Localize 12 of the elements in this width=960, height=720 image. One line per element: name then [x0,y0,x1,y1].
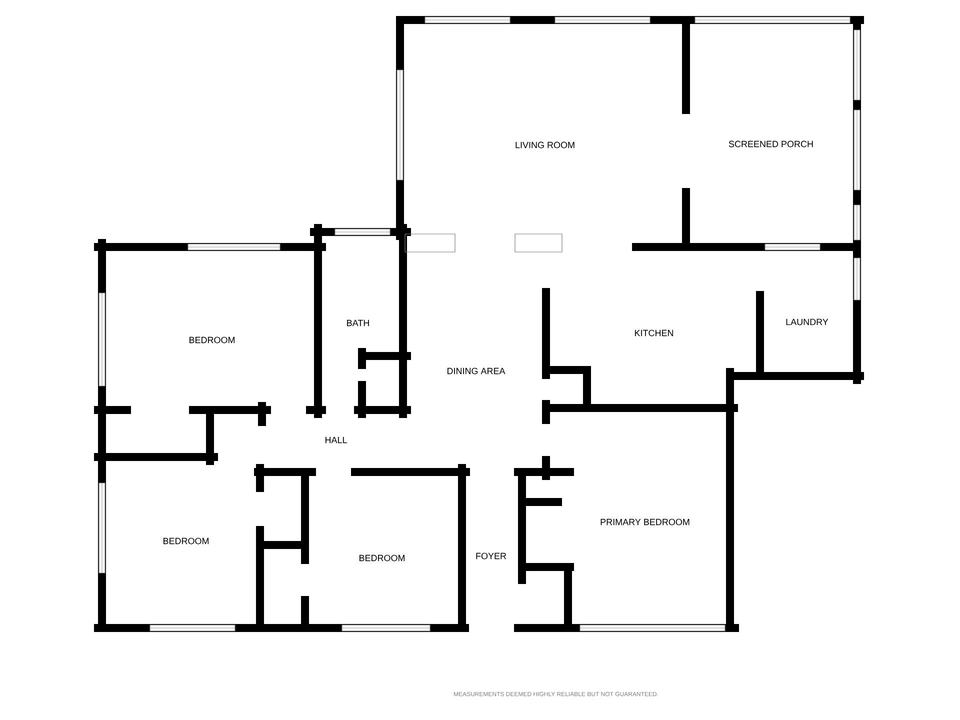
room-label: BEDROOM [190,336,235,344]
room-label: BEDROOM [164,538,209,544]
room-label: PRIMARY BEDROOM [600,518,690,526]
room-label: LIVING ROOM [516,142,574,148]
room-label: KITCHEN [635,330,674,336]
room-label: LAUNDRY [786,318,828,326]
room-label: HALL [325,436,347,444]
room-label: DINING AREA [448,368,506,374]
room-label: FOYER [476,552,506,560]
room-label: SCREENED PORCH [728,140,813,148]
room-label: BATH [347,320,369,326]
room-label: BEDROOM [360,554,405,562]
